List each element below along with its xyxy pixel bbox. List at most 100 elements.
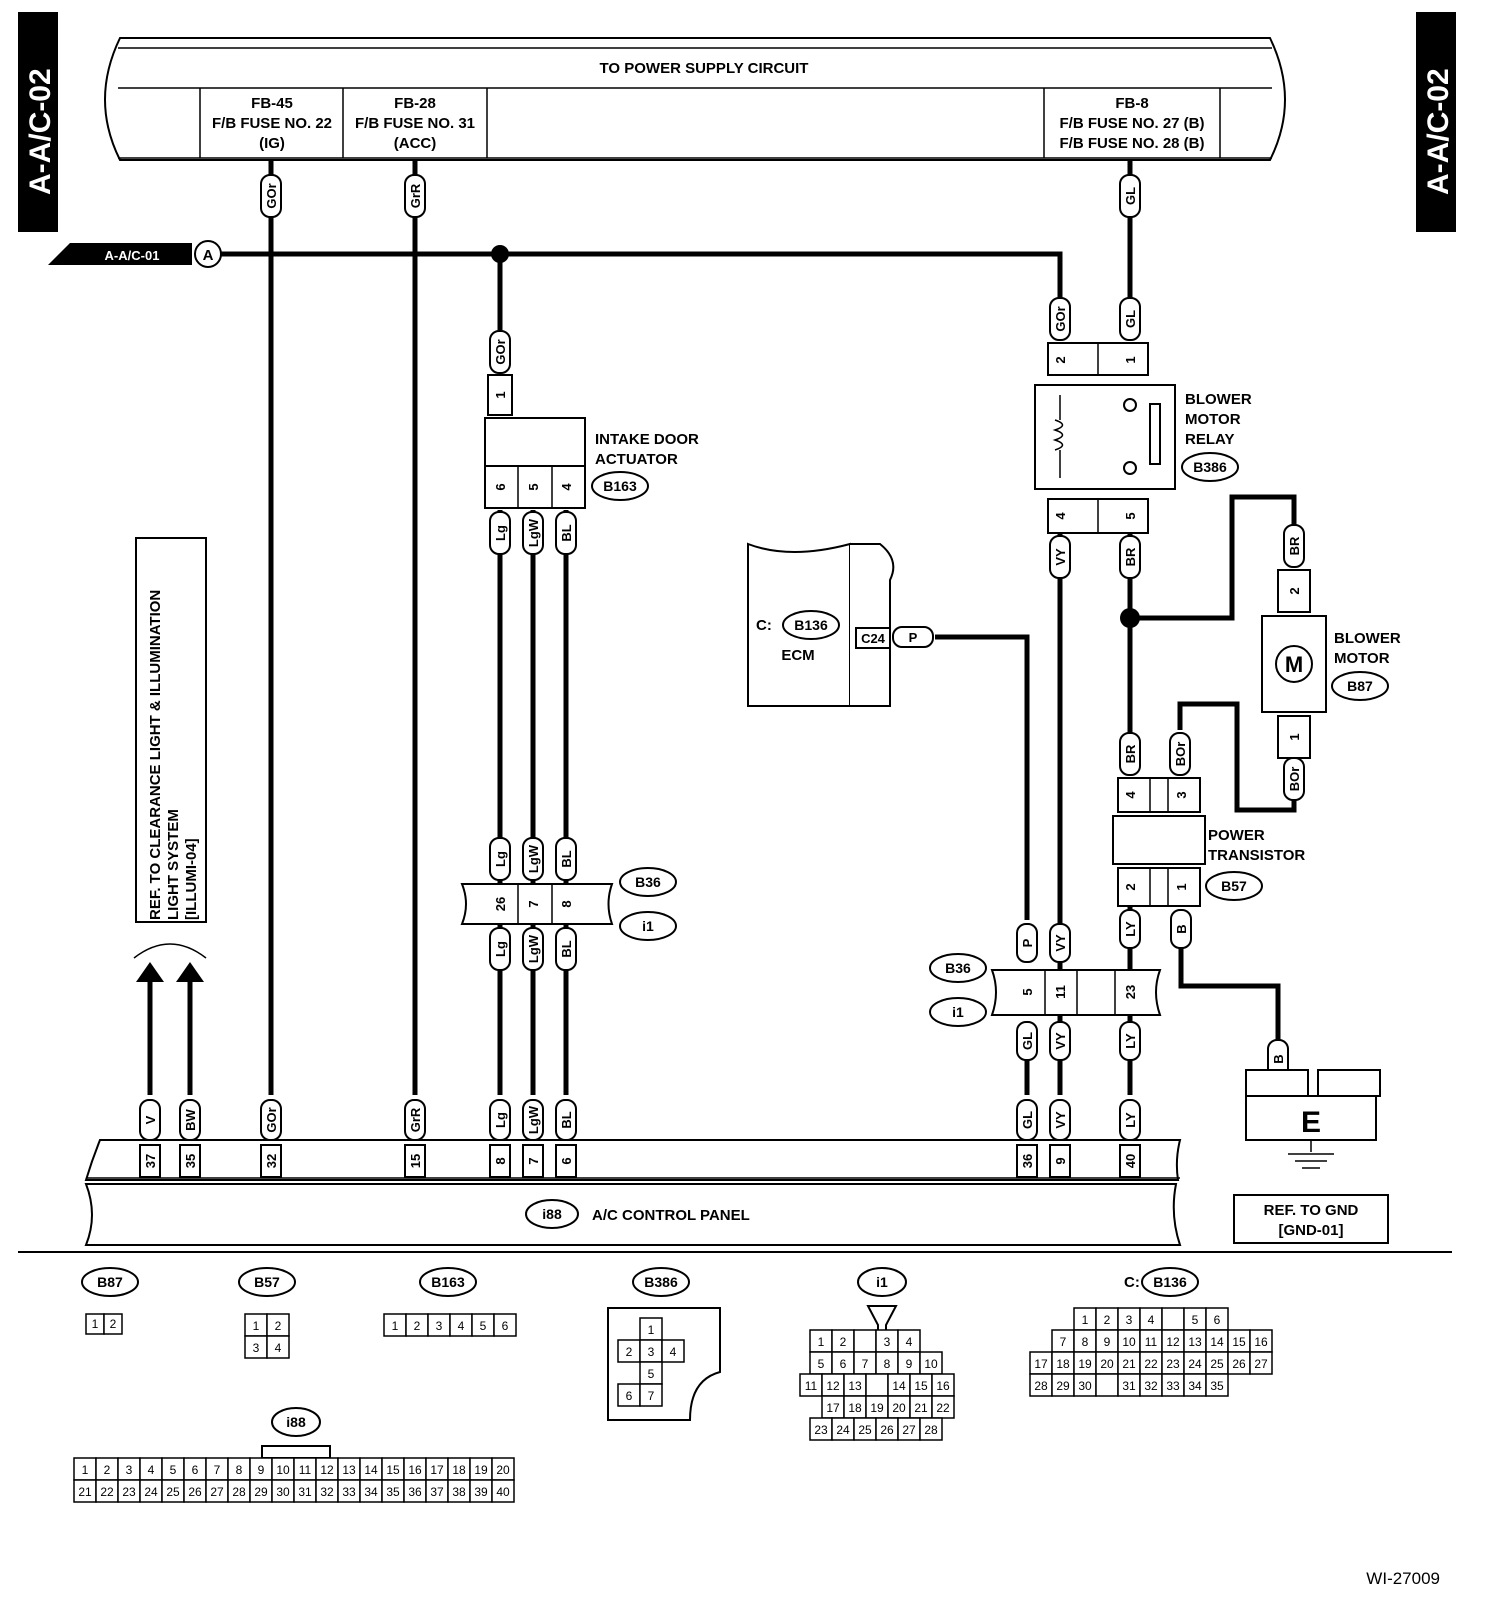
connector-cell-label: 37: [430, 1485, 444, 1499]
wire-label: GOr: [1049, 297, 1071, 341]
connector-cell-label: 19: [870, 1401, 884, 1415]
svg-text:GrR: GrR: [408, 1107, 423, 1132]
wire-label: GOr: [489, 330, 511, 374]
svg-text:B: B: [1174, 924, 1189, 933]
blower-motor: 2 M 1 BLOWER MOTOR B87: [1261, 569, 1401, 759]
connector-cell: [1205, 1373, 1229, 1397]
side-tab-right: A-A/C-02: [1416, 12, 1456, 232]
connector-cell-label: 27: [902, 1423, 916, 1437]
svg-text:FB-28: FB-28: [394, 95, 436, 112]
svg-text:LgW: LgW: [526, 1105, 541, 1134]
svg-text:A-A/C-02: A-A/C-02: [24, 68, 57, 195]
connector-cell-label: 10: [276, 1463, 290, 1477]
svg-text:8: 8: [493, 1157, 508, 1164]
svg-text:A/C CONTROL PANEL: A/C CONTROL PANEL: [592, 1207, 750, 1224]
connector-cell-label: 2: [1104, 1313, 1111, 1327]
wire-label: Lg: [489, 1099, 511, 1141]
connector-cell-label: 4: [670, 1345, 677, 1359]
connector-cell-label: 10: [924, 1357, 938, 1371]
connector-B136: B136: [794, 617, 828, 633]
connector-cell-label: 13: [342, 1463, 356, 1477]
connector-B163: B163: [603, 478, 637, 494]
svg-text:LgW: LgW: [526, 518, 541, 547]
connector-cell-label: 18: [848, 1401, 862, 1415]
wire-label: BOr: [1283, 757, 1305, 801]
wire-label: V: [139, 1099, 161, 1141]
connector-cell-label: 25: [166, 1485, 180, 1499]
svg-text:1: 1: [1123, 356, 1138, 363]
wire-label: VY: [1049, 923, 1071, 963]
connector-cell-label: 6: [502, 1319, 509, 1333]
wire-label: BR: [1283, 524, 1305, 568]
clearance-ref-box: REF. TO CLEARANCE LIGHT & ILLUMINATION L…: [133, 537, 207, 959]
wire-label: GL: [1016, 1099, 1038, 1141]
wire-label: GL: [1119, 297, 1141, 341]
connector-cell-label: 5: [1192, 1313, 1199, 1327]
svg-text:(IG): (IG): [259, 135, 285, 152]
wire-label: P: [1016, 923, 1038, 963]
svg-text:3: 3: [1174, 791, 1189, 798]
connector-cell-label: 26: [1232, 1357, 1246, 1371]
svg-text:36: 36: [1020, 1154, 1035, 1168]
connector-cell: [493, 1313, 517, 1337]
connector-cell-label: 8: [884, 1357, 891, 1371]
svg-text:TRANSISTOR: TRANSISTOR: [1208, 847, 1305, 864]
connector-cell-label: 2: [104, 1463, 111, 1477]
svg-text:Lg: Lg: [493, 851, 508, 867]
svg-text:BL: BL: [559, 1111, 574, 1128]
svg-text:MOTOR: MOTOR: [1334, 650, 1390, 667]
svg-text:2: 2: [1287, 587, 1302, 594]
svg-text:9: 9: [1053, 1157, 1068, 1164]
connector-cell-label: 23: [122, 1485, 136, 1499]
blower-motor-relay: 2 1 4 5 BLOWER MOTOR RELAY B386: [1034, 342, 1252, 534]
connector-cell-label: 2: [414, 1319, 421, 1333]
wire-label: BR: [1119, 535, 1141, 579]
connector-cell-label: 24: [144, 1485, 158, 1499]
svg-text:B36: B36: [945, 960, 971, 976]
connector-cell-label: 15: [386, 1463, 400, 1477]
connector-cell-label: 18: [452, 1463, 466, 1477]
wire-label: VY: [1049, 1099, 1071, 1141]
connector-cell-label: 13: [848, 1379, 862, 1393]
connector-cell-label: 3: [648, 1345, 655, 1359]
svg-text:B: B: [1271, 1054, 1286, 1063]
joint-connector-right: 5 11 23 B36 i1: [929, 953, 1162, 1027]
svg-text:BL: BL: [559, 524, 574, 541]
connector-cell-label: 7: [648, 1389, 655, 1403]
connector-cell-label: 2: [840, 1335, 847, 1349]
connector-cell-label: 18: [1056, 1357, 1070, 1371]
svg-text:1: 1: [1287, 733, 1302, 740]
svg-text:P: P: [1020, 938, 1035, 947]
connector-i88: i88: [542, 1206, 562, 1222]
svg-text:i88: i88: [286, 1414, 306, 1430]
wire-label: GOr: [260, 174, 282, 218]
wire-label: BL: [555, 511, 577, 555]
connector-cell-label: 1: [818, 1335, 825, 1349]
connector-cell-label: 20: [1100, 1357, 1114, 1371]
connector-cell-label: 6: [1214, 1313, 1221, 1327]
connector-cell-label: 4: [906, 1335, 913, 1349]
connector-cell-label: 26: [188, 1485, 202, 1499]
svg-text:BR: BR: [1123, 547, 1138, 566]
connector-cell-label: 39: [474, 1485, 488, 1499]
svg-text:GL: GL: [1123, 187, 1138, 205]
connector-cell-label: 4: [1148, 1313, 1155, 1327]
wire-label: LgW: [522, 1099, 544, 1141]
connector-cell-label: 32: [1144, 1379, 1158, 1393]
connector-cell: [491, 1479, 515, 1503]
svg-text:6: 6: [559, 1157, 574, 1164]
svg-text:ECM: ECM: [781, 647, 814, 664]
connector-cell-label: 3: [1126, 1313, 1133, 1327]
svg-text:GrR: GrR: [408, 183, 423, 208]
connector-cell-label: 3: [253, 1341, 260, 1355]
connector-cell-label: 16: [408, 1463, 422, 1477]
svg-text:1: 1: [493, 391, 508, 398]
svg-text:REF. TO GND: REF. TO GND: [1264, 1202, 1359, 1219]
svg-text:BLOWER: BLOWER: [1334, 630, 1401, 647]
svg-text:Lg: Lg: [493, 1112, 508, 1128]
